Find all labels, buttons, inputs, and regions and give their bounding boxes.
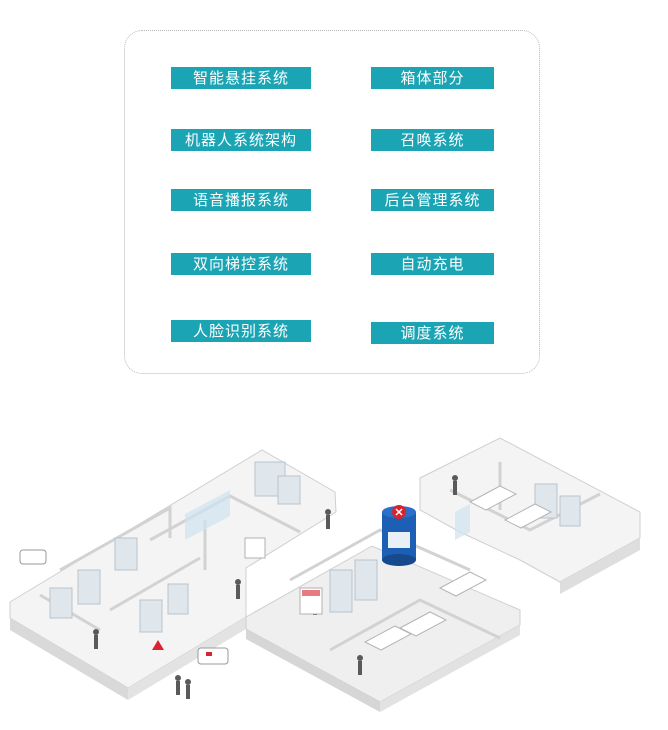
feature-tag-smart-suspension[interactable]: 智能悬挂系统 [171, 67, 311, 89]
feature-tag-elevator-control[interactable]: 双向梯控系统 [171, 253, 311, 275]
feature-tag-backend-management[interactable]: 后台管理系统 [371, 189, 494, 211]
hospital-floorplan-illustration [9, 437, 641, 712]
main-hall-equipment [244, 537, 323, 615]
feature-tag-robot-architecture[interactable]: 机器人系统架构 [171, 129, 311, 151]
feature-tag-face-recognition[interactable]: 人脸识别系统 [171, 320, 311, 342]
feature-tag-auto-charging[interactable]: 自动充电 [371, 253, 494, 275]
patient-beds [363, 485, 553, 651]
entrance-sign [152, 640, 164, 650]
feature-tag-voice-broadcast[interactable]: 语音播报系统 [171, 189, 311, 211]
feature-tag-dispatch[interactable]: 调度系统 [371, 322, 494, 344]
storage-shelves [49, 461, 581, 633]
feature-tag-cabinet[interactable]: 箱体部分 [371, 67, 494, 89]
delivery-robot-tower [382, 505, 416, 566]
vehicles [19, 549, 229, 665]
glass-partitions [185, 490, 470, 540]
feature-list-panel [124, 30, 540, 374]
feature-tag-call-system[interactable]: 召唤系统 [371, 129, 494, 151]
floor-slabs [9, 437, 641, 712]
